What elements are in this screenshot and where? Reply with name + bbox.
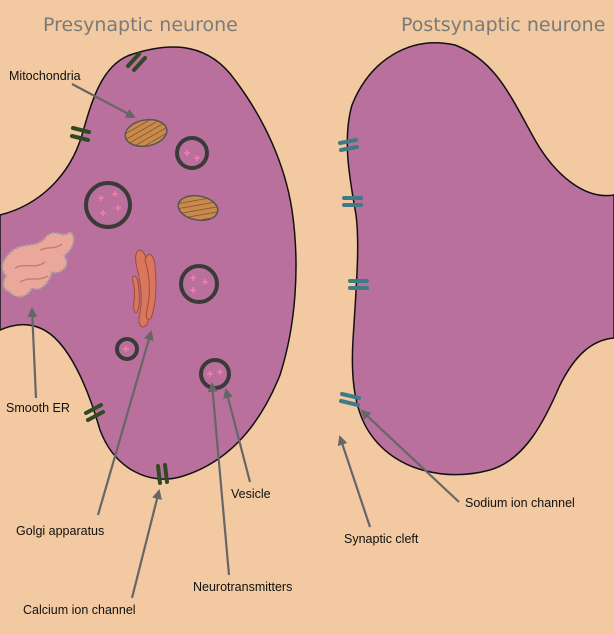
smooth-er <box>1 230 75 298</box>
neurotransmitters-label: Neurotransmitters <box>193 580 292 594</box>
vesicle <box>175 136 209 170</box>
golgi-apparatus-label: Golgi apparatus <box>16 524 104 538</box>
calcium-ion-channel <box>84 403 105 422</box>
calcium-ion-channel <box>70 126 91 142</box>
sodium-channel-arrow <box>360 409 460 503</box>
sodium-ion-channel-label: Sodium ion channel <box>465 496 575 510</box>
smooth-er-label: Smooth ER <box>6 401 70 415</box>
presynaptic-title: Presynaptic neurone <box>43 14 238 36</box>
vesicle-label: Vesicle <box>231 487 271 501</box>
postsynaptic-title: Postsynaptic neurone <box>401 14 605 36</box>
smooth-er-arrow <box>27 307 38 399</box>
vesicle <box>179 264 219 304</box>
calcium-ion-channel <box>126 52 147 72</box>
mitochondrion <box>177 194 219 222</box>
sodium-ion-channel <box>342 196 363 207</box>
calcium-ion-channel <box>156 463 169 485</box>
vesicle <box>199 358 231 390</box>
mitochondria-label: Mitochondria <box>9 69 81 83</box>
postsynaptic-neurone <box>346 42 614 476</box>
synaptic-cleft-arrow <box>337 435 372 528</box>
sodium-ion-channel <box>348 279 369 290</box>
calcium-channel-arrow <box>130 489 162 599</box>
vesicle-arrow <box>223 388 252 483</box>
calcium-ion-channel-label: Calcium ion channel <box>23 603 136 617</box>
synaptic-cleft-label: Synaptic cleft <box>344 532 419 546</box>
vesicle <box>84 181 132 229</box>
golgi-arrow <box>96 330 154 516</box>
neurotransmitters-arrow <box>207 382 231 576</box>
mitochondrion <box>124 118 168 148</box>
golgi-apparatus <box>132 249 157 328</box>
vesicle <box>115 337 139 361</box>
sodium-ion-channel <box>339 392 361 407</box>
mitochondria-arrow <box>71 83 136 118</box>
sodium-ion-channel <box>338 138 359 152</box>
